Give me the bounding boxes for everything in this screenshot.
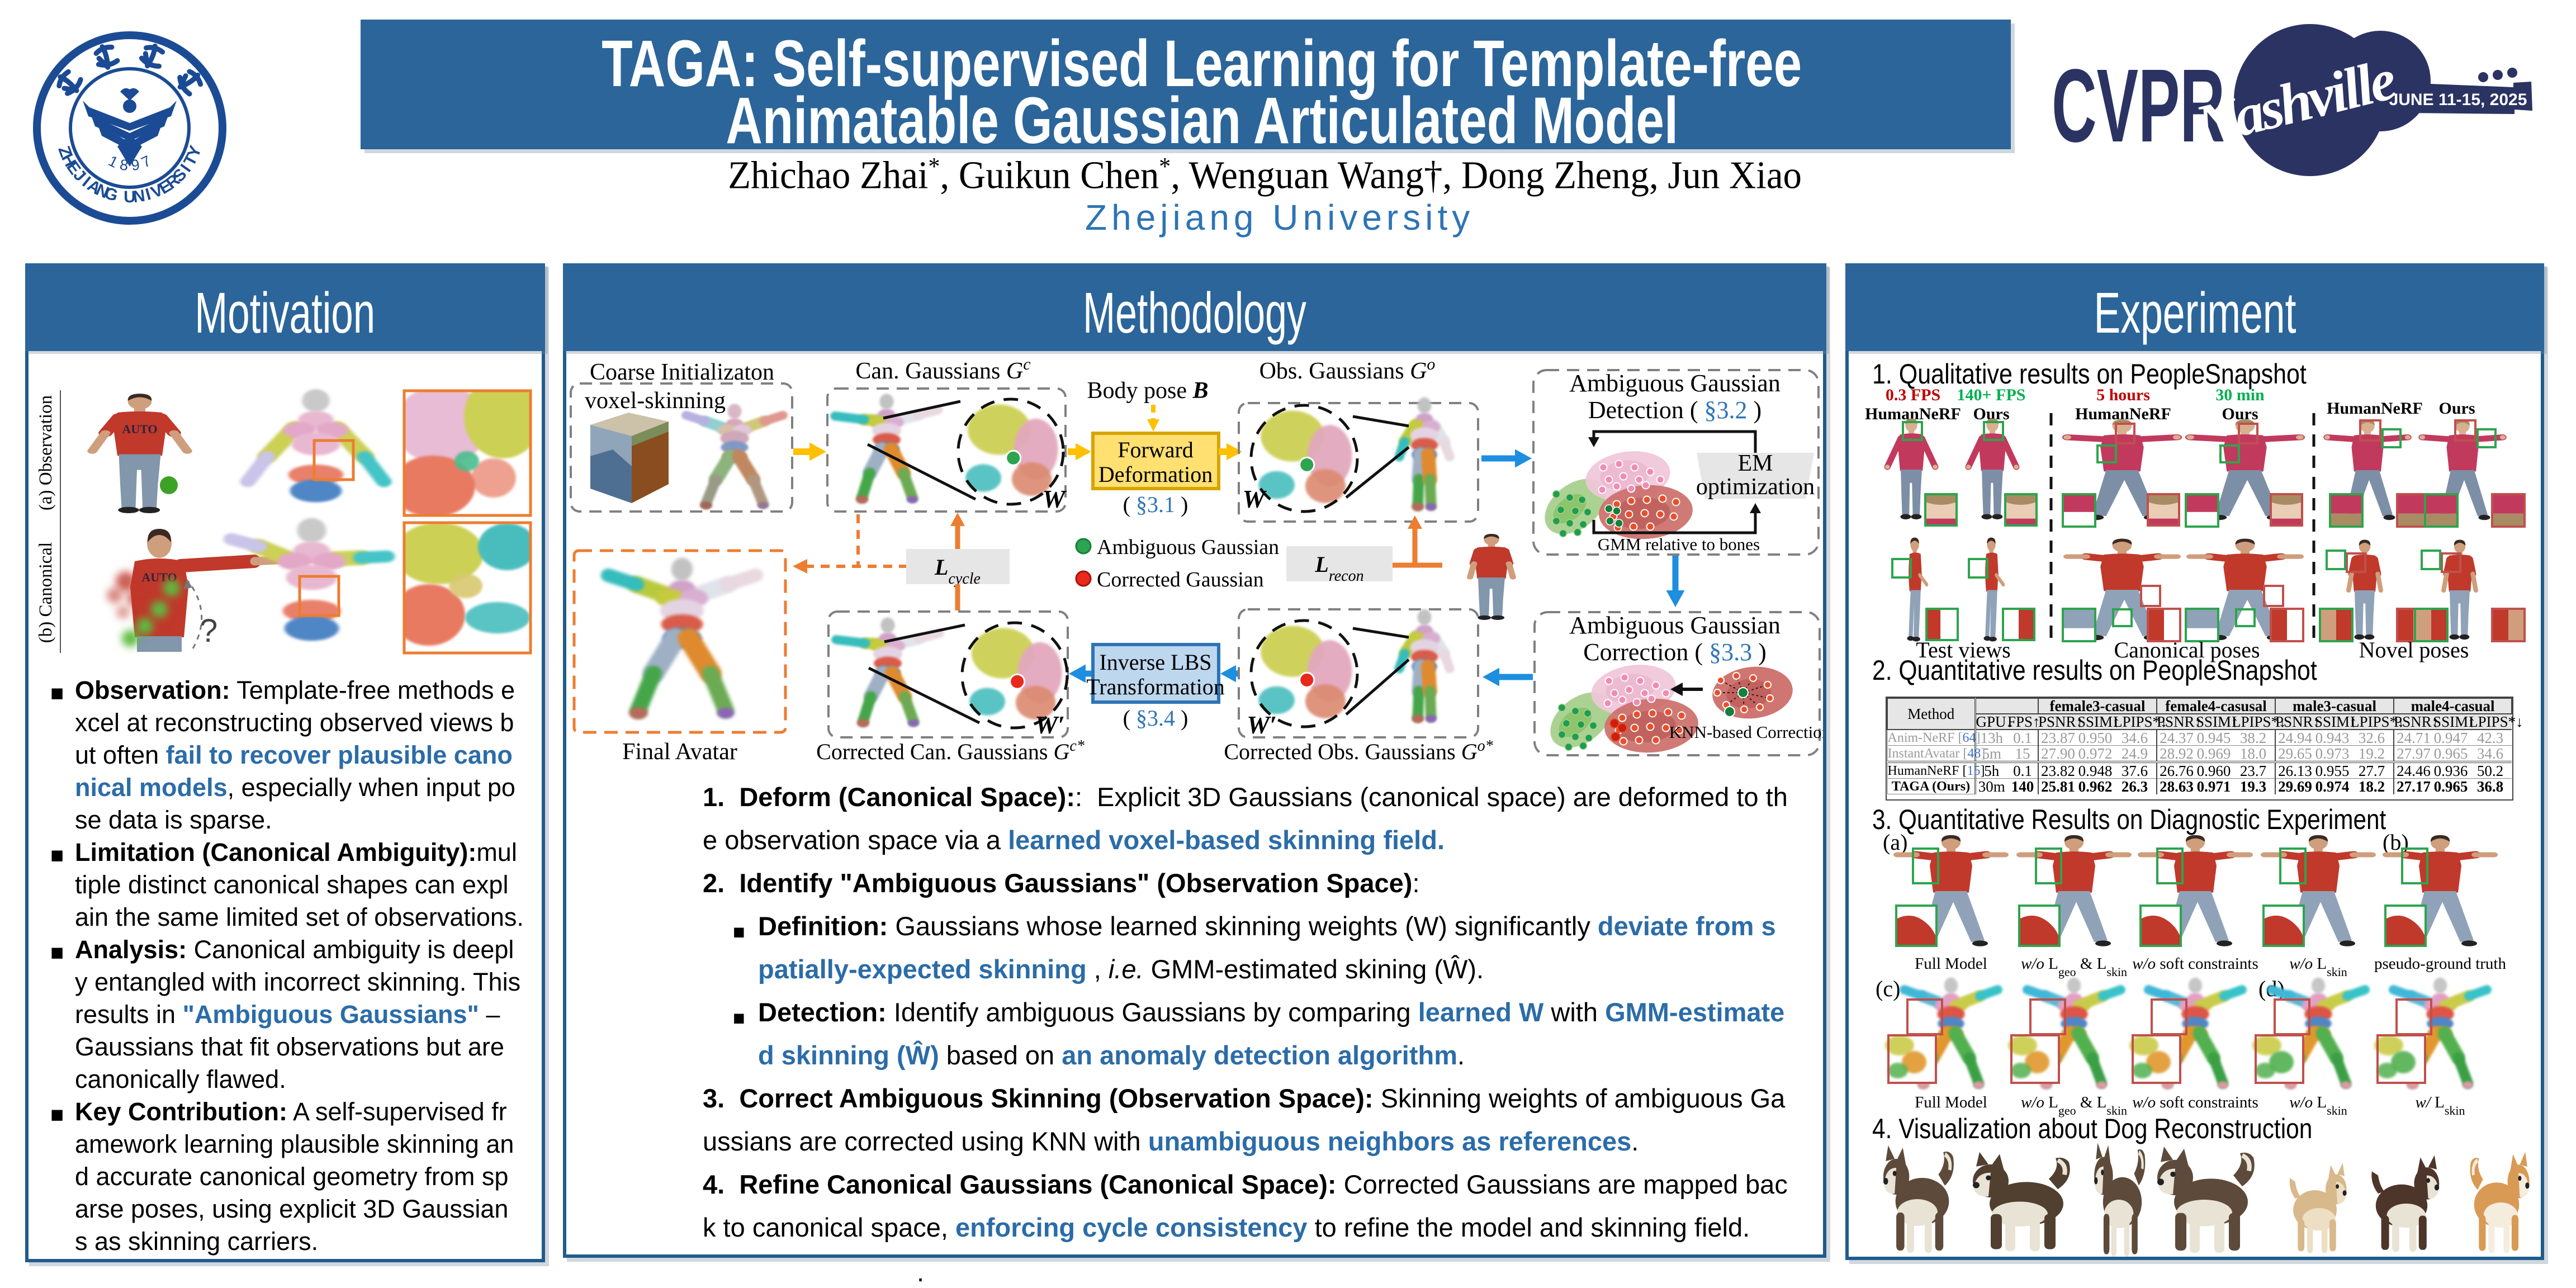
svg-text:30 min: 30 min	[2215, 389, 2265, 404]
svg-text:Corrected Can. Gaussians Gc*: Corrected Can. Gaussians Gc*	[816, 737, 1085, 765]
svg-text:140+ FPS: 140+ FPS	[1957, 389, 2026, 404]
svg-text:Test views: Test views	[1916, 637, 2010, 662]
svg-text:voxel-skinning: voxel-skinning	[585, 388, 726, 414]
svg-text:optimization: optimization	[1696, 474, 1815, 500]
svg-text:Lrecon: Lrecon	[1314, 552, 1363, 585]
svg-text:Full Model: Full Model	[1915, 1093, 1987, 1111]
svg-text:GMM relative to bones: GMM relative to bones	[1598, 534, 1760, 554]
svg-text:(b): (b)	[2383, 830, 2409, 855]
svg-text:Detection ( §3.2 ): Detection ( §3.2 )	[1588, 396, 1761, 424]
svg-text:1: 1	[106, 152, 121, 171]
svg-text:?: ?	[200, 613, 217, 649]
svg-text:CVPR: CVPR	[2052, 47, 2225, 164]
svg-text:w/o soft constraints: w/o soft constraints	[2132, 1093, 2258, 1111]
svg-text:Inverse LBS: Inverse LBS	[1099, 650, 1211, 675]
svg-text:HumanNeRF: HumanNeRF	[2327, 399, 2423, 418]
svg-text:w/o Lgeo & Lskin: w/o Lgeo & Lskin	[2021, 955, 2127, 979]
svg-text:EM: EM	[1738, 451, 1773, 476]
svg-text:Obs. Gaussians Go: Obs. Gaussians Go	[1259, 358, 1436, 384]
svg-text:Body pose B: Body pose B	[1087, 378, 1208, 404]
svg-text:pseudo-ground truth: pseudo-ground truth	[2374, 955, 2506, 973]
svg-text:(c): (c)	[1876, 976, 1900, 1001]
svg-text:Ambiguous Gaussian: Ambiguous Gaussian	[1097, 536, 1279, 559]
svg-text:Canonical poses: Canonical poses	[2114, 637, 2260, 662]
svg-text:w/o soft constraints: w/o soft constraints	[2132, 955, 2258, 973]
svg-text:(b) Canonical: (b) Canonical	[36, 542, 56, 643]
svg-text:7: 7	[139, 152, 154, 171]
svg-text:Final Avatar: Final Avatar	[622, 739, 737, 765]
svg-text:Ours: Ours	[2438, 399, 2475, 418]
svg-text:Ambiguous Gaussian: Ambiguous Gaussian	[1569, 612, 1781, 639]
svg-text:0.3 FPS: 0.3 FPS	[1886, 389, 1940, 404]
svg-text:U: U	[124, 188, 136, 206]
svg-text:Lcycle: Lcycle	[934, 555, 981, 588]
svg-text:(a) Observation: (a) Observation	[36, 395, 56, 510]
svg-text:Forward: Forward	[1117, 437, 1194, 462]
svg-text:Full Model: Full Model	[1915, 955, 1987, 973]
svg-text:w/o Lskin: w/o Lskin	[2289, 955, 2347, 979]
svg-text:Deformation: Deformation	[1098, 462, 1213, 487]
svg-text:(a): (a)	[1883, 830, 1907, 855]
svg-text:AUTO: AUTO	[122, 422, 157, 436]
svg-text:Can. Gaussians Gc: Can. Gaussians Gc	[855, 358, 1030, 384]
svg-text:N: N	[132, 187, 146, 207]
svg-text:9: 9	[130, 156, 140, 174]
svg-text:( §3.4 ): ( §3.4 )	[1123, 705, 1188, 731]
svg-text:W′: W′	[1247, 711, 1277, 739]
svg-text:( §3.1 ): ( §3.1 )	[1123, 492, 1188, 517]
svg-text:Coarse Initializaton: Coarse Initializaton	[590, 359, 774, 385]
svg-text:Corrected Obs. Gaussians Go*: Corrected Obs. Gaussians Go*	[1224, 737, 1493, 765]
svg-text:Corrected Gaussian: Corrected Gaussian	[1097, 568, 1264, 591]
svg-text:W: W	[1043, 485, 1067, 513]
svg-text:JUNE 11-15, 2025: JUNE 11-15, 2025	[2389, 91, 2527, 109]
svg-text:W′: W′	[1035, 711, 1065, 739]
svg-text:Novel poses: Novel poses	[2359, 637, 2469, 662]
svg-text:8: 8	[119, 156, 129, 174]
svg-text:Ambiguous Gaussian: Ambiguous Gaussian	[1569, 370, 1781, 397]
svg-text:Transformation: Transformation	[1086, 674, 1224, 699]
svg-text:5 hours: 5 hours	[2096, 389, 2150, 404]
svg-text:Correction ( §3.3 ): Correction ( §3.3 )	[1583, 638, 1766, 666]
svg-text:KNN-based Correction: KNN-based Correction	[1669, 722, 1823, 742]
svg-text:W: W	[1243, 485, 1267, 513]
svg-text:w/ Lskin: w/ Lskin	[2415, 1093, 2465, 1117]
